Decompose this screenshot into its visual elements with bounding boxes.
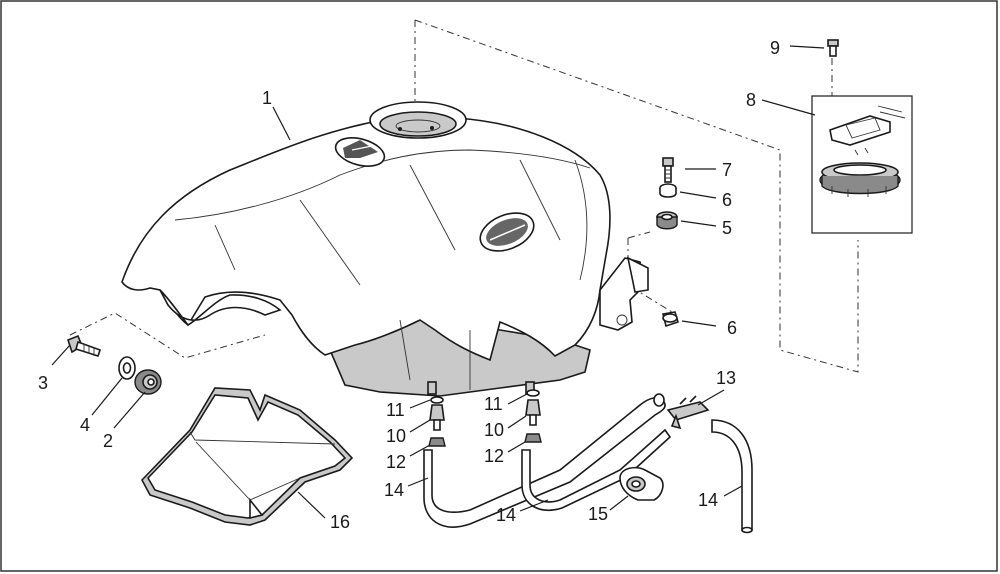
callout-3: 3 [38,373,48,393]
callout-10-left: 10 [386,426,406,446]
bushing-part-6-upper [659,183,677,198]
rubber-mount-part-5 [656,211,678,230]
leader-lines [51,45,825,519]
callout-labels: 1 3 4 2 7 6 5 6 8 9 11 11 10 10 12 12 13… [38,38,780,532]
fuel-hoses-part-14 [423,393,753,534]
callout-8: 8 [746,90,756,110]
callout-1: 1 [262,88,272,108]
callout-4: 4 [80,415,90,435]
callout-15: 15 [588,504,608,524]
bushing-part-6-lower [662,311,679,328]
callout-10-right: 10 [484,420,504,440]
fuel-cap-part-8 [819,105,906,197]
callout-14-middle: 14 [496,505,516,525]
name-badge [479,212,535,252]
rubber-grommet-part-2 [134,369,162,395]
screw-part-3 [67,334,102,358]
callout-14-right: 14 [698,490,718,510]
callout-6-upper: 6 [722,190,732,210]
bolt-part-7 [662,157,674,183]
callout-12-right: 12 [484,446,504,466]
screw-part-9 [827,39,839,57]
callout-11-right: 11 [484,394,503,414]
callout-11-left: 11 [386,400,405,420]
callout-6-lower: 6 [727,318,737,338]
callout-2: 2 [103,431,113,451]
washer-part-4 [118,356,136,380]
clamps-part-12 [428,433,542,447]
hose-clip-part-15 [619,466,664,501]
callout-9: 9 [770,38,780,58]
callout-16: 16 [330,512,350,532]
callout-7: 7 [722,160,732,180]
fuel-tank [121,101,649,397]
callout-13: 13 [716,368,736,388]
t-fitting-part-13 [666,395,710,430]
fuel-cap-box [811,39,913,234]
tank-pad-part-16 [141,387,354,526]
callout-14-left: 14 [384,480,404,500]
fuel-cap-box-frame [811,95,913,234]
eagle-emblem [334,137,386,167]
o-rings-part-11 [430,389,540,404]
fittings-part-10 [429,399,541,431]
callout-12-left: 12 [386,452,406,472]
callout-5: 5 [722,218,732,238]
